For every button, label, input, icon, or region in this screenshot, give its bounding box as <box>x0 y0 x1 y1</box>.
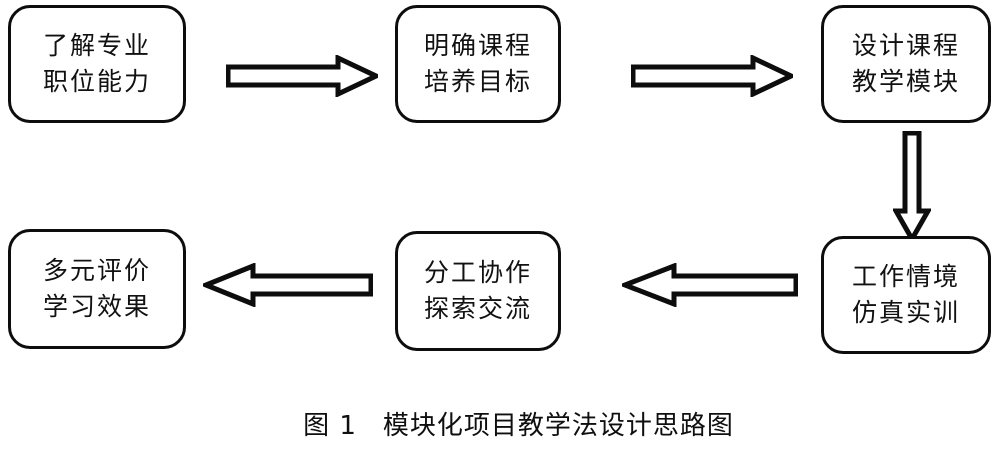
flow-node-line-1: 工作情境 <box>851 261 960 291</box>
figure-caption: 图 1 模块化项目教学法设计思路图 <box>0 375 1000 472</box>
flow-node-line-2: 培养目标 <box>423 67 532 96</box>
flow-node-course-goal[interactable]: 明确课程 培养目标 <box>395 5 561 123</box>
flow-node-line-1: 分工协作 <box>423 257 532 287</box>
flow-node-line-2: 仿真实训 <box>851 298 960 327</box>
arrow-right-icon <box>631 55 793 97</box>
flowchart-canvas: 了解专业 职位能力 明确课程 培养目标 设计课程 教学模块 工作情境 仿真实训 <box>8 5 991 441</box>
flow-node-line-2: 探索交流 <box>423 294 532 323</box>
figure-number: 图 1 <box>303 411 357 441</box>
arrow-right-icon <box>226 55 378 97</box>
flow-node-line-1: 设计课程 <box>851 30 960 60</box>
arrow-down-icon <box>893 131 931 241</box>
flow-node-line-1: 多元评价 <box>42 255 151 285</box>
flow-node-line-2: 职位能力 <box>42 67 151 96</box>
flow-node-line-1: 明确课程 <box>423 30 532 60</box>
flow-node-line-2: 学习效果 <box>42 292 151 321</box>
figure-title: 模块化项目教学法设计思路图 <box>382 411 734 441</box>
flow-node-line-1: 了解专业 <box>42 30 151 60</box>
flow-node-work-simulation[interactable]: 工作情境 仿真实训 <box>821 236 991 354</box>
flow-node-understand-profession[interactable]: 了解专业 职位能力 <box>8 5 186 123</box>
flow-node-line-2: 教学模块 <box>851 67 960 96</box>
arrow-left-icon <box>203 263 373 307</box>
arrow-left-icon <box>622 263 798 307</box>
flow-node-design-module[interactable]: 设计课程 教学模块 <box>821 5 991 123</box>
flow-node-collaboration[interactable]: 分工协作 探索交流 <box>395 231 561 351</box>
flow-node-evaluation[interactable]: 多元评价 学习效果 <box>8 229 186 349</box>
